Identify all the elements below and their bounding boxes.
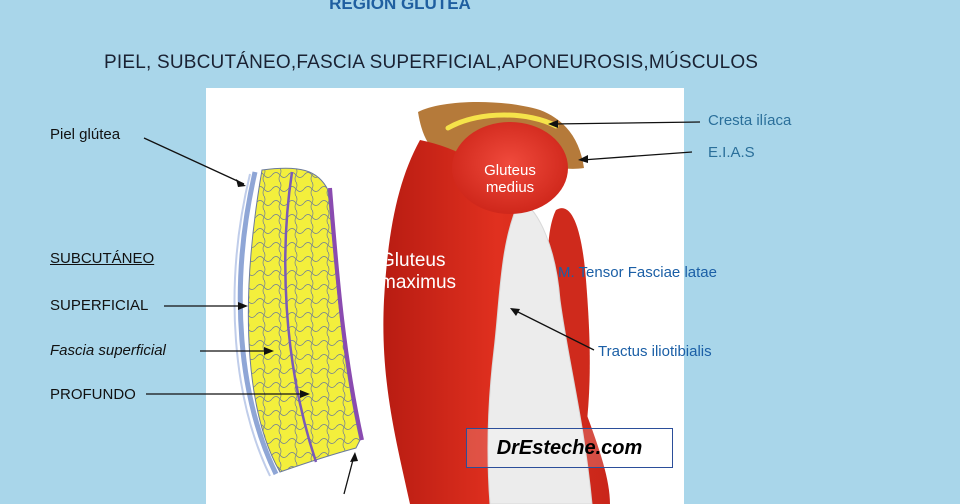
gluteus-medius-line-1: Gluteus xyxy=(470,162,550,179)
gluteus-medius-line-2: medius xyxy=(470,179,550,196)
label-fascia-superficial: Fascia superficial xyxy=(50,342,166,359)
gluteus-maximus-line-2: maximus xyxy=(380,272,484,294)
label-subcutaneo: SUBCUTÁNEO xyxy=(50,250,154,267)
label-piel-glutea: Piel glútea xyxy=(50,126,120,143)
watermark-drEsteche: DrEsteche.com xyxy=(466,428,673,468)
skin-layers-diagram xyxy=(235,168,362,476)
label-eias: E.I.A.S xyxy=(708,144,755,161)
label-profundo: PROFUNDO xyxy=(50,386,136,403)
label-superficial: SUPERFICIAL xyxy=(50,297,148,314)
label-gluteus-medius: Gluteus medius xyxy=(470,162,550,197)
label-tensor-fasciae-latae: M. Tensor Fasciae latae xyxy=(558,264,717,281)
label-gluteus-maximus: Gluteus maximus xyxy=(380,250,484,294)
label-cresta-iliaca: Cresta ilíaca xyxy=(708,112,791,129)
gluteus-maximus-line-1: Gluteus xyxy=(380,250,484,272)
label-tractus-iliotibialis: Tractus iliotibialis xyxy=(598,343,712,360)
